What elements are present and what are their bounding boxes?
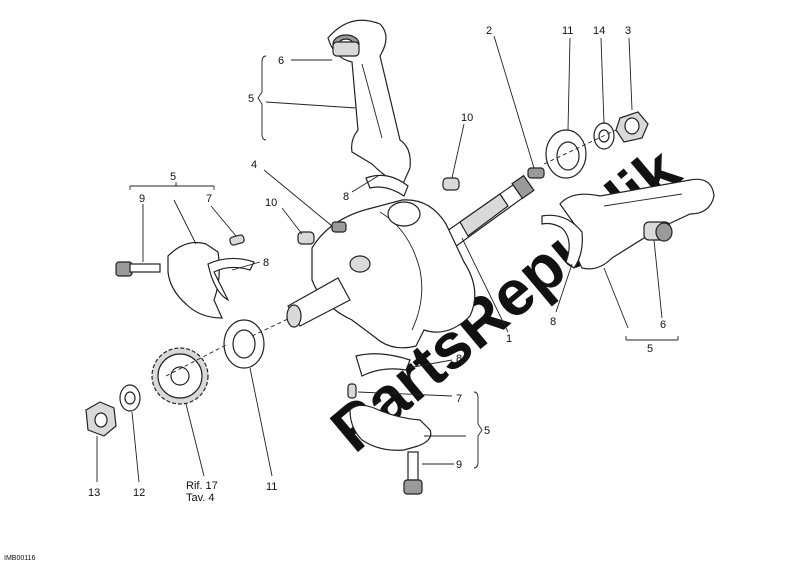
callout-right-bearing: 8 [550, 316, 556, 328]
bottom-bolt-9 [403, 451, 423, 495]
right-connecting-rod [559, 178, 715, 270]
top-connecting-rod [327, 19, 411, 187]
callout-bolt-4: 4 [251, 159, 257, 171]
dowel-10-right [442, 177, 460, 191]
callout-right-washer: 11 [562, 25, 573, 37]
callout-washer-12: 12 [133, 487, 145, 499]
right-rod-bearing-shell [541, 214, 583, 269]
bottom-pin-7 [347, 383, 357, 399]
left-thrust-washer [223, 319, 265, 369]
washer-12 [119, 384, 141, 412]
callout-top-rod-bearing: 8 [343, 191, 349, 203]
callout-left-pin: 7 [206, 193, 212, 205]
callout-left-group: 5 [170, 171, 176, 183]
left-bearing-shell [207, 257, 255, 302]
bottom-cap [349, 404, 432, 451]
bottom-bearing-shell [355, 353, 411, 377]
callout-dowel-left: 10 [265, 197, 277, 209]
timing-gear [151, 347, 209, 405]
nut-13 [85, 401, 117, 437]
callout-top-rod-group: 5 [248, 93, 254, 105]
callout-bottom-bolt: 9 [456, 459, 462, 471]
reference-line-2: Tav. 4 [186, 492, 215, 504]
left-bolt-9 [115, 261, 161, 277]
callout-bottom-pin: 7 [456, 393, 462, 405]
bolt-4 [331, 221, 347, 233]
callout-top-rod-pin: 6 [278, 55, 284, 67]
callout-bottom-group: 5 [484, 425, 490, 437]
left-cap [167, 241, 223, 319]
callout-right-nut: 3 [625, 25, 631, 37]
callout-right-rod-pin: 6 [660, 319, 666, 331]
callout-nut-13: 13 [88, 487, 100, 499]
callout-bottom-bearing: 8 [456, 353, 462, 365]
reference-line-1: Rif. 17 [186, 480, 218, 492]
dowel-10-left [297, 231, 315, 245]
image-code: IMB00116 [4, 555, 35, 562]
crankshaft [286, 174, 535, 349]
callout-left-washer: 11 [266, 481, 277, 493]
pin-2 [527, 167, 545, 179]
callout-right-spacer: 14 [593, 25, 605, 37]
callout-numbers: 6 5 8 4 10 10 2 11 14 3 5 9 7 8 1 8 6 5 … [88, 25, 666, 499]
leader-lines [96, 35, 679, 483]
callout-right-rod-group: 5 [647, 343, 653, 355]
top-rod-bearing-shell [365, 174, 409, 197]
callout-left-bolt: 9 [139, 193, 145, 205]
callout-crankshaft: 1 [506, 333, 512, 345]
callout-left-bearing: 8 [263, 257, 269, 269]
callout-pin-2: 2 [486, 25, 492, 37]
callout-dowel-right: 10 [461, 112, 473, 124]
left-pin-7 [229, 234, 245, 246]
